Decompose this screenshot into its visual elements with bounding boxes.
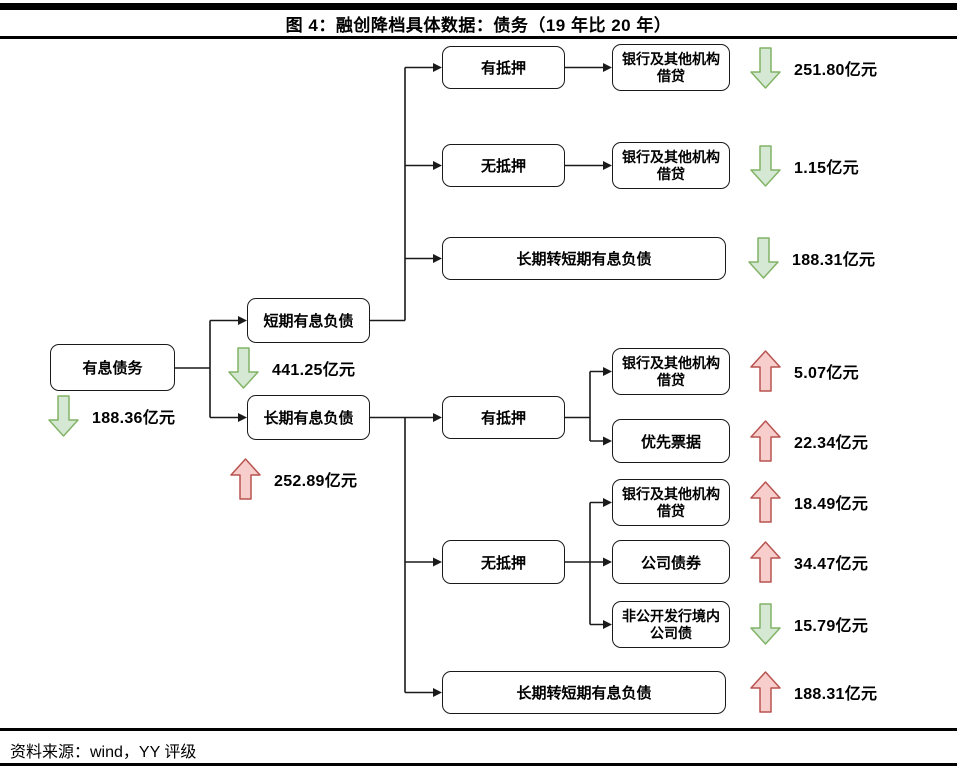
indicator-root: 188.36亿元 [48,393,175,439]
up-arrow-icon [750,541,781,583]
indicator-long-unsecured-private-bond: 15.79亿元 [750,601,868,647]
down-arrow-icon [750,145,781,187]
node-short-secured: 有抵押 [442,46,565,89]
node-long-lt-to-st: 长期转短期有息负债 [442,671,726,714]
node-long-unsecured-corp-bond: 公司债券 [612,540,730,584]
change-value: 188.31亿元 [794,686,878,703]
figure-title: 图 4：融创降档具体数据：债务（19 年比 20 年） [285,16,672,35]
footer-bottom-rule [0,763,957,766]
up-arrow-icon [750,420,781,462]
change-value: 34.47亿元 [794,556,869,573]
up-arrow-icon [750,350,781,392]
source-note: 资料来源：wind，YY 评级 [10,744,197,761]
node-short-unsecured-bank: 银行及其他机构借贷 [612,142,730,189]
up-arrow-icon [230,458,261,500]
up-arrow-icon [750,671,781,713]
node-root: 有息债务 [50,344,175,391]
up-arrow-icon [750,481,781,523]
indicator-short-term: 441.25亿元 [228,345,355,391]
change-value: 188.31亿元 [792,252,876,269]
change-value: 22.34亿元 [794,435,869,452]
node-long-unsecured-bank: 银行及其他机构借贷 [612,479,730,526]
change-value: 251.80亿元 [794,62,878,79]
change-value: 252.89亿元 [274,473,358,490]
title-underline-rule [0,36,957,39]
node-long-secured: 有抵押 [442,396,565,439]
change-value: 1.15亿元 [794,160,859,177]
down-arrow-icon [748,237,779,279]
node-long-unsecured: 无抵押 [442,540,565,584]
change-value: 18.49亿元 [794,496,869,513]
change-value: 5.07亿元 [794,365,859,382]
indicator-long-secured-bank: 5.07亿元 [750,348,859,394]
node-long-secured-senior-notes: 优先票据 [612,419,730,463]
indicator-long-secured-senior-notes: 22.34亿元 [750,418,868,464]
node-long-term: 长期有息负债 [247,395,370,440]
node-short-term: 短期有息负债 [247,298,370,343]
node-long-secured-bank: 银行及其他机构借贷 [612,348,730,395]
change-value: 15.79亿元 [794,618,869,635]
indicator-long-term: 252.89亿元 [230,456,357,502]
top-rule [0,3,957,10]
indicator-short-secured-bank: 251.80亿元 [750,45,877,91]
indicator-short-lt-to-st: 188.31亿元 [748,235,875,281]
down-arrow-icon [750,603,781,645]
node-long-unsecured-private-bond: 非公开发行境内公司债 [612,601,730,648]
down-arrow-icon [750,47,781,89]
indicator-long-unsecured-corp-bond: 34.47亿元 [750,539,868,585]
down-arrow-icon [48,395,79,437]
indicator-long-unsecured-bank: 18.49亿元 [750,479,868,525]
node-short-secured-bank: 银行及其他机构借贷 [612,44,730,91]
footer-top-rule [0,728,957,731]
down-arrow-icon [228,347,259,389]
change-value: 441.25亿元 [272,362,356,379]
indicator-short-unsecured-bank: 1.15亿元 [750,143,859,189]
change-value: 188.36亿元 [92,410,176,427]
node-short-unsecured: 无抵押 [442,144,565,187]
node-short-lt-to-st: 长期转短期有息负债 [442,237,726,280]
indicator-long-lt-to-st: 188.31亿元 [750,669,877,715]
